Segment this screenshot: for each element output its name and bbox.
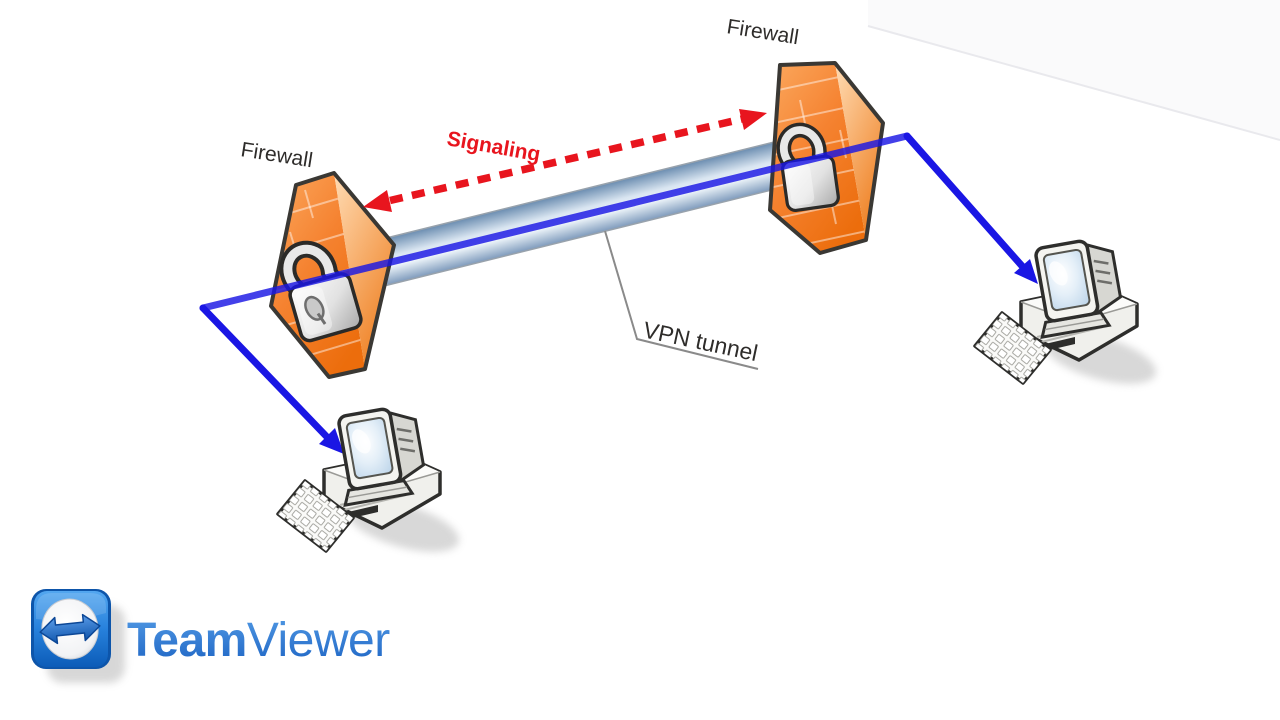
computer-right-icon — [973, 239, 1157, 385]
blue-arrowhead-right — [1014, 259, 1038, 284]
computer-right-keyboard — [973, 311, 1052, 385]
double-arrow-icon — [39, 613, 101, 645]
padlock-right-icon — [776, 122, 840, 213]
blue-arrowhead-left — [319, 428, 344, 454]
teamviewer-logo: TeamViewer — [31, 589, 391, 683]
connection-line-left-branch — [199, 304, 331, 441]
computer-left-monitor — [337, 407, 426, 508]
firewall-left-label: Firewall — [239, 138, 314, 172]
firewall-right-label: Firewall — [725, 15, 800, 49]
signaling-label: Signaling — [445, 127, 542, 166]
padlock-right-shackle — [776, 122, 830, 171]
padlock-left-keyslot — [316, 312, 327, 325]
signaling-dashed-line — [389, 115, 743, 205]
vpn-tunnel-label: VPN tunnel — [641, 316, 760, 366]
padlock-left-icon — [279, 240, 363, 343]
signaling-arrowhead-left — [363, 190, 392, 212]
paper-edge-tint — [868, 0, 1280, 140]
padlock-right-highlight — [787, 163, 815, 206]
firewall-right-outline — [768, 61, 885, 255]
firewall-left-outline — [269, 171, 396, 379]
padlock-left-shackle — [279, 240, 342, 297]
signaling-arrow — [363, 109, 767, 212]
computer-left-keyboard — [276, 479, 355, 553]
paper-edge-line — [867, 25, 1280, 141]
connection-line-right-branch — [903, 132, 1026, 270]
wordmark-team: Team — [127, 614, 247, 667]
signaling-arrowhead-right — [739, 109, 767, 130]
connection-line-main — [199, 132, 911, 312]
paper-edge — [867, 0, 1280, 141]
teamviewer-wordmark: TeamViewer — [127, 614, 390, 667]
wordmark-viewer: Viewer — [247, 614, 390, 667]
computer-left-icon — [276, 407, 460, 553]
computer-right-monitor — [1034, 239, 1123, 340]
vpn-tunnel-callout-line — [604, 230, 759, 370]
